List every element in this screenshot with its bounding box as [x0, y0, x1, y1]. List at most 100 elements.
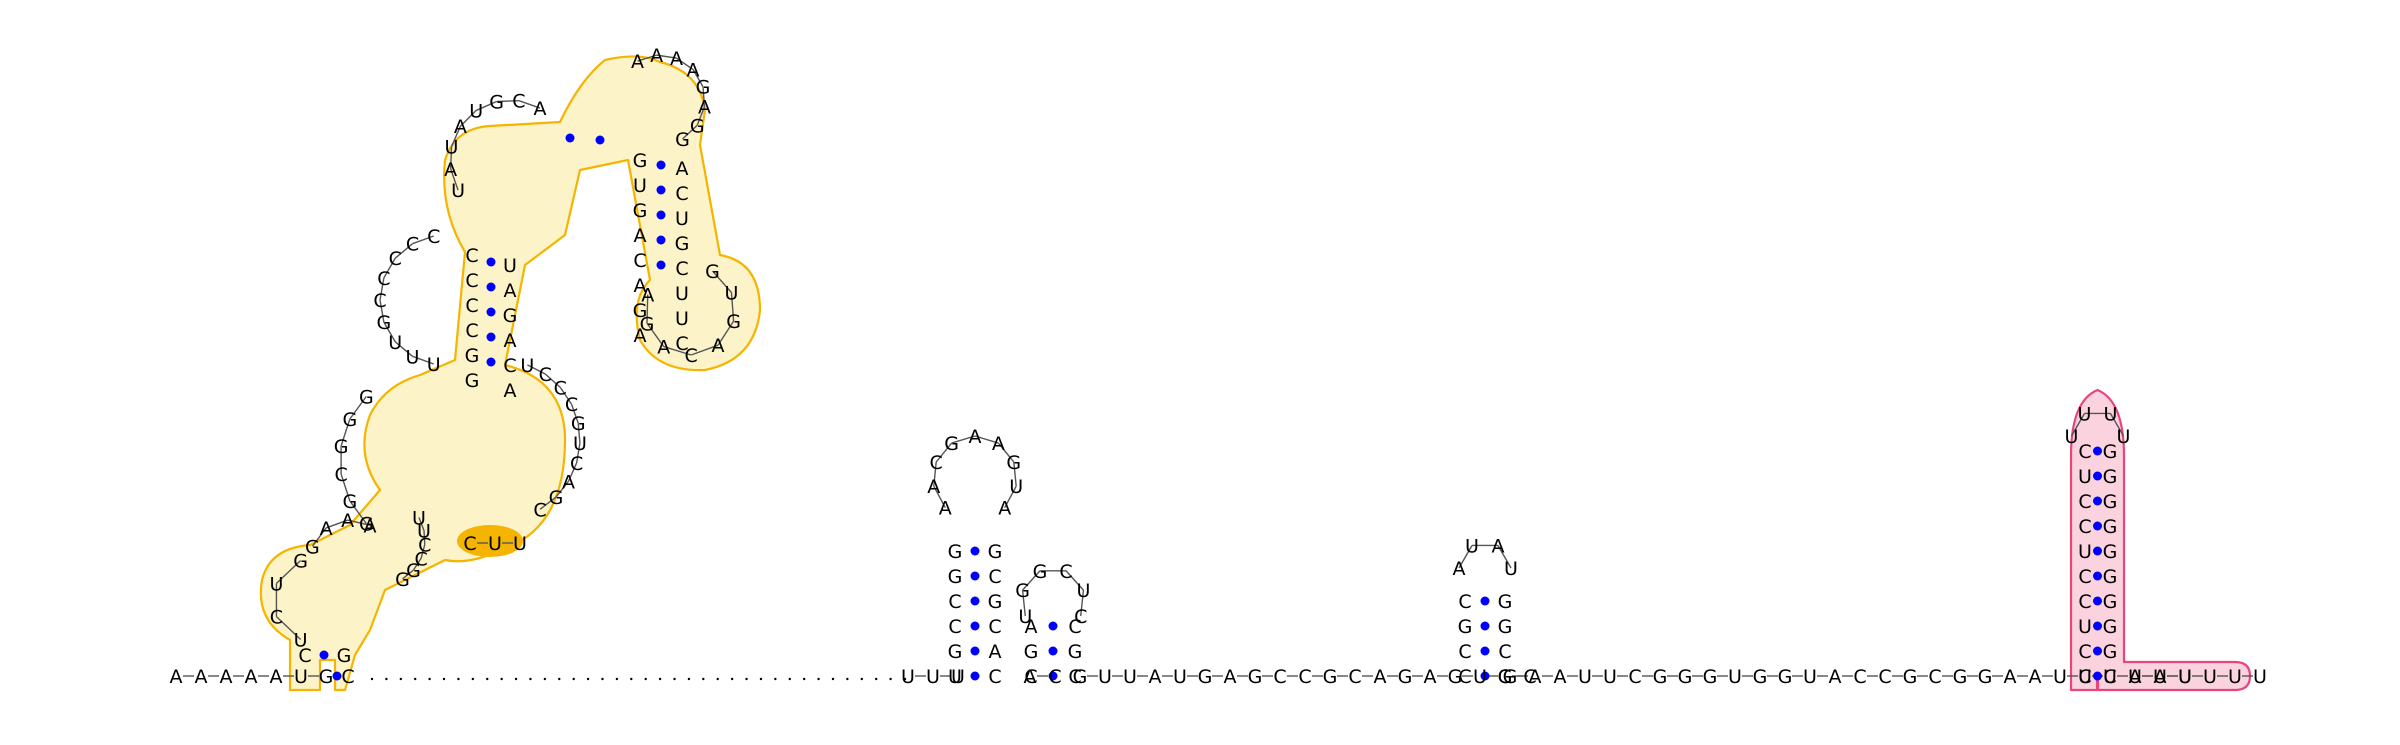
terminator-nt: G	[2103, 616, 2118, 638]
backbone-link	[690, 344, 719, 356]
hairpin-a-nt: G	[465, 370, 480, 392]
base-pair-dot	[565, 133, 575, 143]
base-pair-dot	[2093, 596, 2102, 606]
hairpin-c-nt: G	[1024, 641, 1039, 663]
base-pair-dot	[970, 671, 980, 681]
linker-dot	[788, 677, 791, 681]
backbone-link	[974, 435, 999, 444]
hairpin-d-nt: G	[1498, 591, 1513, 613]
backbone-link	[311, 527, 327, 547]
spacer-nucleotide: G	[1678, 666, 1693, 688]
hairpin-a-loop: U	[451, 180, 465, 202]
base-pair-dot	[1480, 621, 1490, 631]
hairpin-a-loop: A	[712, 335, 725, 357]
linker-dot	[471, 677, 475, 681]
terminator-tail: U	[2203, 666, 2217, 688]
hairpin-b-nt: C	[988, 666, 1001, 688]
base-pair-dot	[2093, 571, 2102, 581]
spacer-nucleotide: G	[1448, 666, 1463, 688]
hairpin-a-loop: A	[454, 116, 467, 138]
backbone-link	[527, 364, 546, 375]
spacer-nucleotide: G	[1503, 666, 1518, 688]
hairpin-a-nt: A	[634, 225, 647, 247]
backbone-link	[692, 69, 704, 88]
highlighted-nucleotide: C	[463, 533, 476, 555]
terminator-nt: G	[2103, 591, 2118, 613]
spacer-nucleotide: G	[1953, 666, 1968, 688]
terminator-nt: U	[2078, 541, 2092, 563]
spacer-nucleotide: G	[1703, 666, 1718, 688]
backbone-link	[1458, 545, 1473, 569]
linker-dot	[572, 677, 575, 681]
hairpin-d-loop: A	[1453, 558, 1466, 580]
backbone-link	[394, 341, 413, 357]
hairpin-a-loop: U	[294, 629, 308, 651]
backbone-link	[459, 109, 477, 127]
hairpin-d-nt: C	[1458, 591, 1471, 613]
spacer-nucleotide: A	[2029, 666, 2042, 688]
hairpin-a-nt: A	[634, 275, 647, 297]
hairpin-c-nt: C	[1068, 666, 1081, 688]
leader-nucleotide: G	[319, 666, 334, 688]
hairpin-b-nt: G	[948, 641, 963, 663]
terminator-loop: U	[2065, 426, 2079, 448]
hairpin-a-region	[259, 55, 762, 692]
backbone-link	[2109, 413, 2125, 437]
hairpin-a-loop: G	[359, 386, 374, 408]
spacer-nucleotide: C	[1348, 666, 1361, 688]
hairpin-b-loop: U	[1009, 476, 1023, 498]
spacer-nucleotide: U	[1173, 666, 1187, 688]
hairpin-b-nt: G	[948, 541, 963, 563]
backbone-link	[1022, 570, 1041, 591]
hairpin-a-nt: U	[633, 175, 647, 197]
backbone-link	[539, 496, 557, 510]
terminator-nt: C	[2078, 666, 2091, 688]
terminator-nt: C	[2078, 641, 2091, 663]
backbone-link	[402, 569, 414, 580]
spacer-nucleotide: A	[1424, 666, 1437, 688]
hairpin-a-nt: C	[465, 245, 478, 267]
linker-dot	[846, 677, 849, 681]
base-pairs	[319, 133, 2102, 681]
linker-dot	[730, 677, 734, 681]
backbone-link	[340, 473, 351, 502]
spacer-nucleotide: G	[1073, 666, 1088, 688]
hairpin-a-loop: U	[269, 573, 283, 595]
hairpin-b-loop: A	[969, 426, 982, 448]
hairpin-d-loop: U	[1504, 558, 1518, 580]
backbone-link	[347, 519, 371, 527]
base-pair-dot	[2093, 496, 2102, 506]
backbone-link	[696, 106, 706, 126]
hairpin-a-loop: G	[705, 261, 720, 283]
base-pair-dot	[656, 160, 666, 170]
linker-dot	[414, 677, 417, 681]
hairpin-a-nt: G	[633, 300, 648, 322]
backbone-link	[544, 373, 561, 388]
base-pair-dot	[970, 596, 980, 606]
linker-dot	[399, 677, 403, 681]
linker-dot	[543, 677, 547, 681]
backbone-link	[418, 517, 425, 531]
backbone-link	[450, 168, 459, 191]
hairpin-a-loop: C	[512, 91, 525, 113]
hairpin-a-nt: C	[465, 270, 478, 292]
hairpin-a-nt: C	[465, 320, 478, 342]
linker-dot	[774, 677, 777, 681]
backbone-link	[717, 320, 735, 346]
base-pair-dot	[656, 235, 666, 245]
spacer-nucleotide: C	[1523, 666, 1536, 688]
base-pair-dot	[486, 257, 496, 267]
terminator-nt: C	[2078, 566, 2091, 588]
hairpin-a-loop: U	[388, 332, 402, 354]
spacer-nucleotide: A	[1374, 666, 1387, 688]
backbone-link	[325, 519, 348, 529]
hairpin-d-nt: G	[1498, 616, 1513, 638]
base-pair-dot	[656, 185, 666, 195]
hairpin-d-loop: A	[1492, 535, 1505, 557]
spacer-nucleotide: U	[2178, 666, 2192, 688]
terminator-nt: G	[2103, 566, 2118, 588]
spacer-nucleotide: A	[1224, 666, 1237, 688]
spacer-nucleotide: U	[2103, 666, 2117, 688]
hairpin-a-loop: A	[686, 59, 699, 81]
